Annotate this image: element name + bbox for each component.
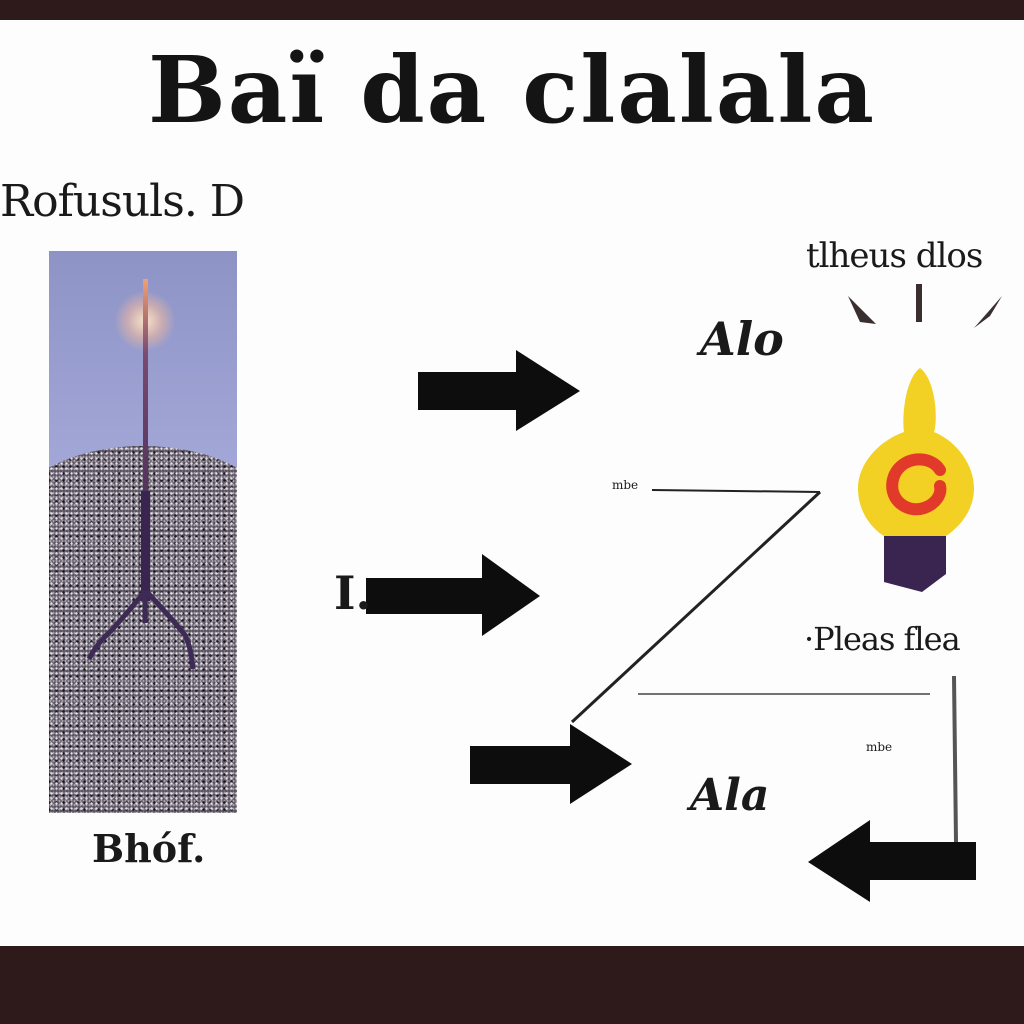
arrow-right-icon <box>366 554 540 636</box>
connector-line <box>570 490 822 724</box>
bottom-frame-band <box>0 946 1024 1024</box>
label-tiny-b: mbe <box>866 740 893 754</box>
connector-line <box>952 675 958 843</box>
lamp-post-photo <box>49 251 237 813</box>
panel-caption: Bhóf. <box>92 826 206 871</box>
label-al-top: Alo <box>700 312 784 366</box>
arrow-right-icon <box>418 350 580 431</box>
label-al-bottom: Ala <box>690 770 770 821</box>
label-pleas: ·Pleas flea <box>804 620 961 658</box>
connector-line <box>651 489 821 493</box>
panel-label: Rofusuls. D <box>0 176 245 227</box>
label-tiny-a: mbe <box>612 478 639 492</box>
diagram-title: Baї da clalala <box>147 36 877 144</box>
arrow-right-icon <box>470 724 632 804</box>
top-frame-band <box>0 0 1024 20</box>
lamp-post-icon <box>86 279 196 670</box>
label-small: I. <box>334 566 372 620</box>
light-bulb-icon <box>848 284 1002 592</box>
label-theus: tlheus dlos <box>806 236 983 276</box>
arrow-left-icon <box>808 820 976 902</box>
photo-ground <box>49 446 237 813</box>
